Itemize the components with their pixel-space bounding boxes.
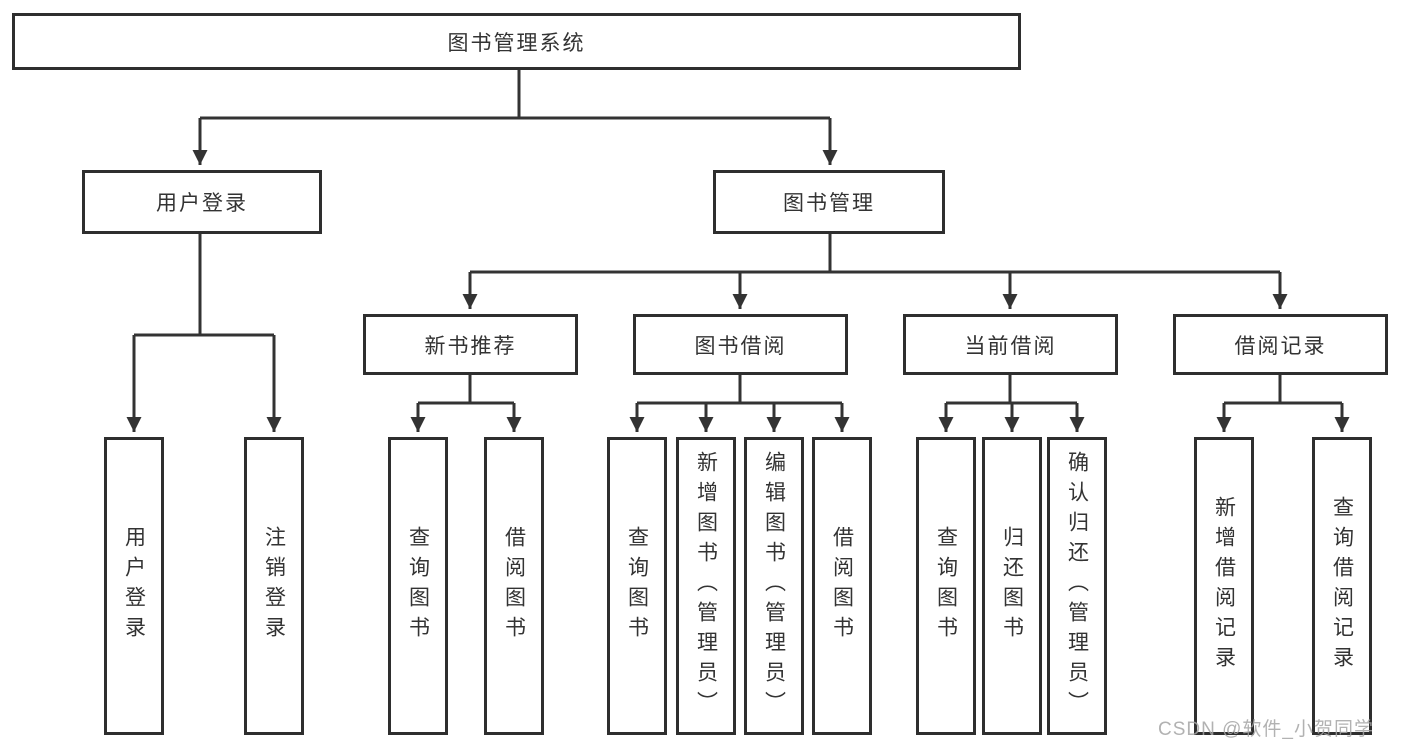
node-label: 归还图书 <box>1000 526 1024 646</box>
leaf-borrow-books-newbook: 借阅图书 <box>484 437 544 735</box>
node-label: 图书借阅 <box>694 334 787 358</box>
node-label: 用户登录 <box>122 526 146 646</box>
connector-mgmt-trunk <box>470 234 1280 274</box>
node-new-book-recommend: 新书推荐 <box>363 314 578 375</box>
leaf-add-borrow-record: 新增借阅记录 <box>1194 437 1254 735</box>
node-label: 注销登录 <box>262 526 286 646</box>
connector-login-trunk <box>134 234 274 337</box>
node-user-login: 用户登录 <box>82 170 322 234</box>
node-label: 当前借阅 <box>964 334 1057 358</box>
node-label: 查询图书 <box>406 526 430 646</box>
node-label: 图书管理系统 <box>447 31 586 55</box>
node-label: 借阅图书 <box>502 526 526 646</box>
node-label: 编辑图书（管理员） <box>762 451 786 721</box>
connector-currentborrow-trunk <box>946 375 1077 405</box>
node-book-management: 图书管理 <box>713 170 945 234</box>
leaf-return-books: 归还图书 <box>982 437 1042 735</box>
node-label: 用户登录 <box>156 192 248 215</box>
connector-root-trunk <box>200 70 830 120</box>
leaf-query-books-current: 查询图书 <box>916 437 976 735</box>
leaf-query-books-borrow: 查询图书 <box>607 437 667 735</box>
leaf-query-borrow-record: 查询借阅记录 <box>1312 437 1372 735</box>
node-library-management-system: 图书管理系统 <box>12 13 1021 70</box>
leaf-confirm-return-admin: 确认归还（管理员） <box>1047 437 1107 735</box>
connector-bookborrow-trunk <box>637 375 842 405</box>
node-current-borrowing: 当前借阅 <box>903 314 1118 375</box>
node-label: 确认归还（管理员） <box>1065 451 1089 721</box>
leaf-edit-book-admin: 编辑图书（管理员） <box>744 437 804 735</box>
leaf-query-books-newbook: 查询图书 <box>388 437 448 735</box>
node-label: 新增图书（管理员） <box>694 451 718 721</box>
node-label: 查询图书 <box>934 526 958 646</box>
connector-borrowrecord-trunk <box>1224 375 1342 405</box>
node-label: 新书推荐 <box>424 334 517 358</box>
leaf-borrow-books: 借阅图书 <box>812 437 872 735</box>
node-label: 查询图书 <box>625 526 649 646</box>
node-book-borrowing: 图书借阅 <box>633 314 848 375</box>
leaf-user-login: 用户登录 <box>104 437 164 735</box>
leaf-logout: 注销登录 <box>244 437 304 735</box>
node-label: 新增借阅记录 <box>1212 496 1236 676</box>
connector-newbook-trunk <box>418 375 514 405</box>
leaf-add-book-admin: 新增图书（管理员） <box>676 437 736 735</box>
node-label: 图书管理 <box>783 192 875 215</box>
node-label: 借阅记录 <box>1234 334 1327 358</box>
node-label: 查询借阅记录 <box>1330 496 1354 676</box>
node-borrow-records: 借阅记录 <box>1173 314 1388 375</box>
node-label: 借阅图书 <box>830 526 854 646</box>
csdn-watermark: CSDN @软件_小贺同学 <box>1158 719 1374 740</box>
